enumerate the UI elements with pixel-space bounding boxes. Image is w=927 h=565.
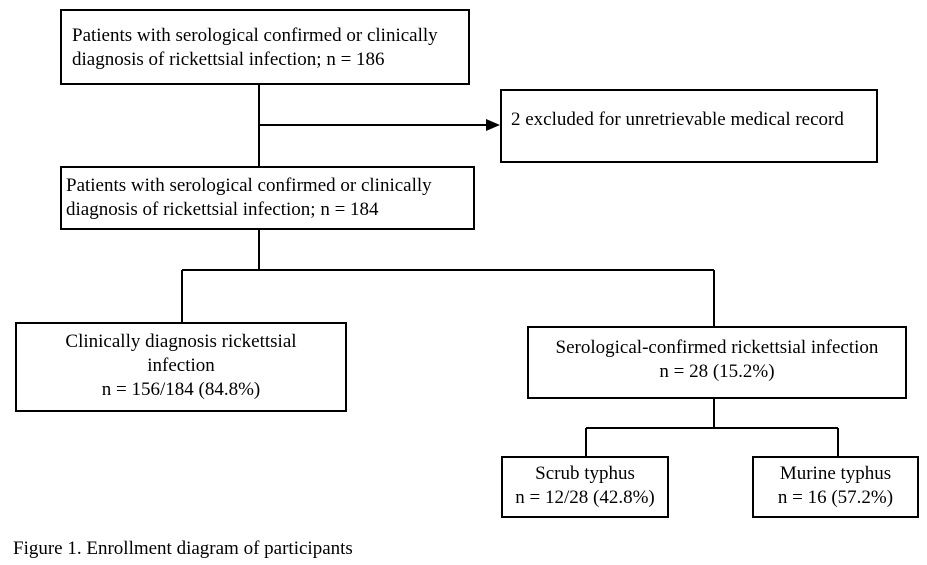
murine-box-line1: Murine typhus	[779, 463, 892, 484]
scrub-typhus-box: Scrub typhus n = 12/28 (42.8%)	[501, 456, 669, 518]
initial-box-line1: Patients with serological confirmed or c…	[72, 25, 438, 46]
excluded-box-text: 2 excluded for unretrievable medical rec…	[511, 109, 844, 130]
figure-caption: Figure 1. Enrollment diagram of particip…	[13, 538, 353, 559]
serological-box-line1: Serological-confirmed rickettsial infect…	[555, 337, 879, 358]
included-box-line2: diagnosis of rickettsial infection; n = …	[66, 199, 379, 220]
clinical-box-line3: n = 156/184 (84.8%)	[101, 379, 261, 400]
clinical-box-line1: Clinically diagnosis rickettsial	[65, 331, 297, 352]
scrub-box-line1: Scrub typhus	[535, 463, 635, 484]
initial-patients-box: Patients with serological confirmed or c…	[60, 9, 470, 85]
scrub-box-line2: n = 12/28 (42.8%)	[515, 487, 655, 508]
excluded-box: 2 excluded for unretrievable medical rec…	[500, 89, 878, 163]
clinical-diagnosis-box: Clinically diagnosis rickettsial infecti…	[15, 322, 347, 412]
clinical-box-line2: infection	[147, 355, 215, 376]
serological-box-line2: n = 28 (15.2%)	[659, 361, 775, 382]
murine-box-line2: n = 16 (57.2%)	[777, 487, 894, 508]
arrowhead-excluded	[486, 119, 500, 131]
murine-typhus-box: Murine typhus n = 16 (57.2%)	[752, 456, 919, 518]
initial-box-line2: diagnosis of rickettsial infection; n = …	[72, 49, 385, 70]
serological-confirmed-box: Serological-confirmed rickettsial infect…	[527, 326, 907, 399]
included-box-line1: Patients with serological confirmed or c…	[66, 175, 432, 196]
included-patients-box: Patients with serological confirmed or c…	[60, 166, 475, 230]
